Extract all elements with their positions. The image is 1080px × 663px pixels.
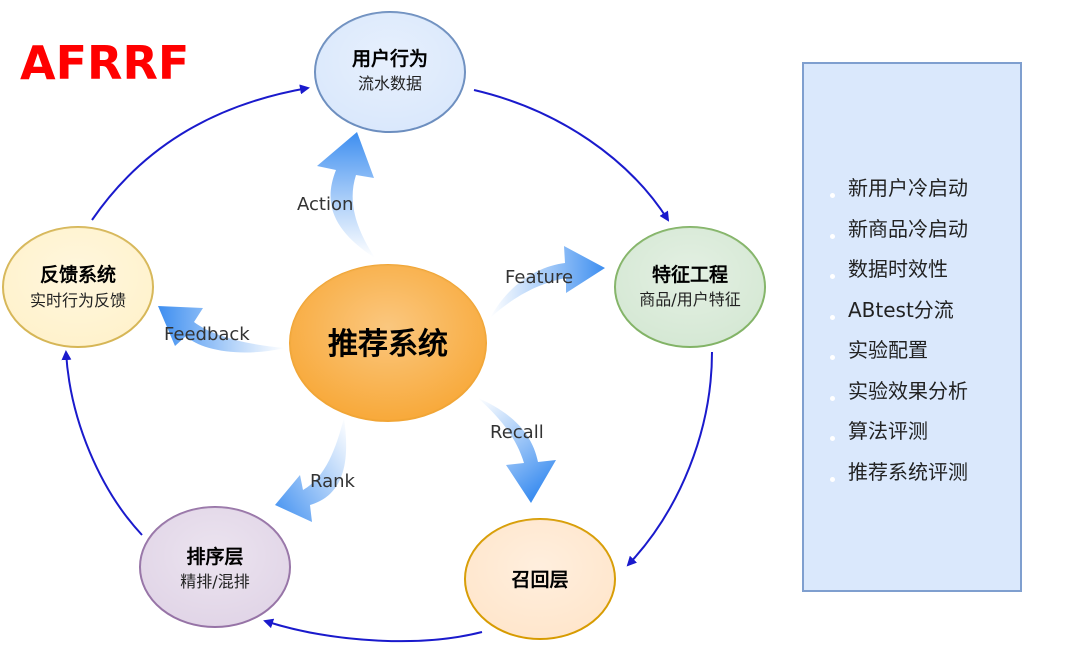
- bullet-icon: [830, 193, 835, 198]
- list-item: 实验配置: [830, 330, 968, 371]
- recall-layer-title: 召回层: [511, 569, 568, 591]
- action-arrow: [317, 132, 375, 258]
- arrow-recall-to-ranking: [263, 618, 483, 643]
- bullet-icon: [830, 274, 835, 279]
- feedback-system-subtitle: 实时行为反馈: [30, 291, 126, 310]
- list-item-label: 推荐系统评测: [848, 459, 968, 484]
- user-behavior-title: 用户行为: [352, 47, 428, 70]
- feature-engineering-subtitle: 商品/用户特征: [639, 290, 740, 309]
- list-item: 新用户冷启动: [830, 168, 968, 209]
- ranking-layer-title: 排序层: [186, 545, 243, 568]
- list-item: 推荐系统评测: [830, 452, 968, 493]
- node-ranking-layer: 排序层 精排/混排: [139, 506, 291, 628]
- rank-label: Rank: [310, 471, 356, 492]
- recommendation-system-title: 推荐系统: [328, 327, 448, 362]
- list-item: 算法评测: [830, 411, 968, 452]
- list-item: 数据时效性: [830, 249, 968, 290]
- list-item-label: 数据时效性: [848, 257, 948, 281]
- user-behavior-subtitle: 流水数据: [358, 74, 422, 93]
- feedback-system-title: 反馈系统: [40, 263, 116, 286]
- bullet-icon: [830, 436, 835, 441]
- arrow-ranking-to-feedback: [61, 350, 143, 536]
- list-item-label: ABtest分流: [848, 297, 954, 322]
- diagram-title: AFRRF: [20, 36, 190, 90]
- node-user-behavior: 用户行为 流水数据: [314, 11, 466, 133]
- bullet-icon: [830, 314, 835, 320]
- node-recall-layer: 召回层: [464, 518, 616, 640]
- feature-arrow: [490, 246, 605, 318]
- feedback-label: Feedback: [164, 324, 250, 345]
- list-item: 新商品冷启动: [830, 209, 968, 250]
- list-item-label: 算法评测: [848, 419, 928, 443]
- action-label: Action: [297, 194, 353, 215]
- bullet-icon: [830, 233, 835, 239]
- node-feedback-system: 反馈系统 实时行为反馈: [2, 226, 154, 348]
- list-item-label: 实验效果分析: [848, 378, 968, 403]
- feedback-arrow: [158, 306, 285, 353]
- list-item: ABtest分流: [830, 290, 968, 331]
- feature-label: Feature: [505, 267, 573, 288]
- bullet-icon: [830, 395, 835, 401]
- rank-arrow: [275, 418, 347, 522]
- node-feature-engineering: 特征工程 商品/用户特征: [614, 226, 766, 348]
- cycle-arrows: [61, 84, 713, 643]
- ranking-layer-subtitle: 精排/混排: [180, 572, 249, 591]
- list-item: 实验效果分析: [830, 371, 968, 412]
- recall-arrow: [478, 398, 556, 503]
- feature-engineering-title: 特征工程: [652, 263, 728, 286]
- node-recommendation-system: 推荐系统: [289, 264, 487, 422]
- bullet-icon: [830, 476, 835, 482]
- list-item-label: 新商品冷启动: [848, 216, 968, 241]
- feature-list-panel: 新用户冷启动 新商品冷启动 数据时效性 ABtest分流 实验配置 实验效果分析…: [802, 62, 1022, 592]
- feature-list: 新用户冷启动 新商品冷启动 数据时效性 ABtest分流 实验配置 实验效果分析…: [830, 168, 968, 492]
- arrow-user-to-feature: [473, 89, 670, 222]
- list-item-label: 实验配置: [848, 338, 928, 362]
- arrow-feedback-to-user: [91, 84, 310, 221]
- arrow-feature-to-recall: [626, 351, 713, 567]
- recall-label: Recall: [490, 422, 544, 443]
- bullet-icon: [830, 355, 835, 360]
- list-item-label: 新用户冷启动: [848, 176, 968, 200]
